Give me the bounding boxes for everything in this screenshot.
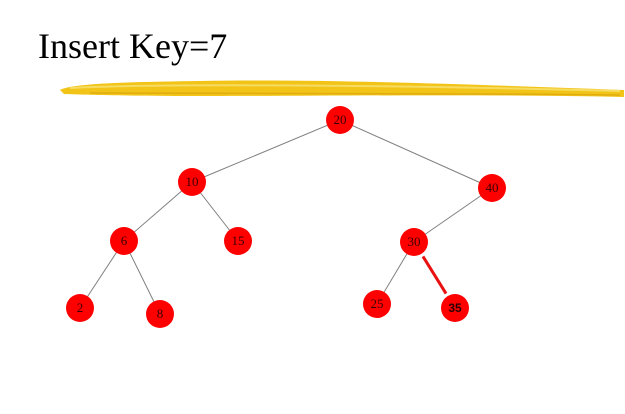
tree-node-6: 6 [110, 227, 138, 255]
node-label: 25 [371, 296, 384, 311]
node-circle [363, 290, 391, 318]
node-circle [326, 106, 354, 134]
underline-stroke-light [69, 84, 621, 92]
tree-node-35: 35 [441, 294, 469, 322]
tree-nodes: 20 10 40 6 15 30 2 8 25 35 [66, 106, 506, 328]
tree-node-40: 40 [478, 174, 506, 202]
node-label: 2 [77, 300, 84, 315]
node-label: 20 [334, 112, 347, 127]
tree-edges [79, 119, 493, 315]
tree-node-8: 8 [146, 300, 174, 328]
tree-node-25: 25 [363, 290, 391, 318]
node-circle [110, 227, 138, 255]
node-circle [66, 294, 94, 322]
underline-stroke-dark [89, 91, 621, 96]
tree-edge [191, 119, 341, 183]
node-circle [224, 227, 252, 255]
tree-edge [339, 119, 493, 189]
node-circle [400, 228, 428, 256]
tree-edge [413, 187, 493, 243]
node-circle [178, 168, 206, 196]
tree-node-15: 15 [224, 227, 252, 255]
slide-title: Insert Key=7 [38, 26, 228, 66]
node-label: 6 [121, 233, 128, 248]
tree-node-20: 20 [326, 106, 354, 134]
title-underline [60, 80, 624, 97]
node-label: 40 [486, 180, 499, 195]
node-circle [441, 294, 469, 322]
node-label: 8 [157, 306, 164, 321]
node-label: 15 [232, 233, 245, 248]
node-label: 30 [408, 234, 421, 249]
node-circle [478, 174, 506, 202]
tree-node-30: 30 [400, 228, 428, 256]
node-label: 35 [448, 301, 462, 315]
tree-node-10: 10 [178, 168, 206, 196]
inserted-edge [421, 255, 448, 295]
node-label: 10 [186, 174, 199, 189]
tree-node-2: 2 [66, 294, 94, 322]
node-circle [146, 300, 174, 328]
tree-edge [123, 181, 193, 242]
